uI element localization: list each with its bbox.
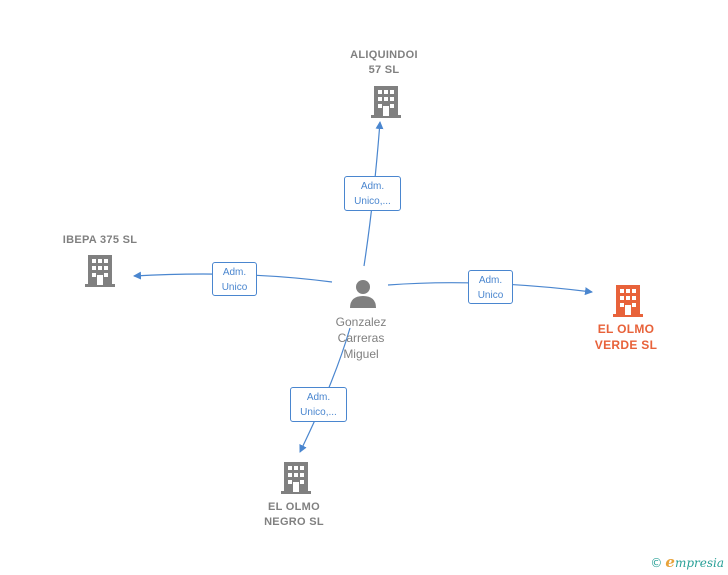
relation-line2: Unico	[477, 290, 504, 301]
person-icon[interactable]	[348, 278, 378, 308]
relation-label-aliquindoi[interactable]: Adm. Unico,...	[344, 176, 401, 211]
company-name-line1: EL OLMO	[267, 501, 320, 513]
company-name-line1: ALIQUINDOI	[350, 49, 418, 61]
company-label-aliquindoi[interactable]: ALIQUINDOI 57 SL	[334, 48, 434, 78]
company-label-olmo-verde[interactable]: EL OLMO VERDE SL	[576, 321, 676, 353]
company-name-line2: VERDE SL	[594, 338, 658, 352]
brand-initial: e	[665, 553, 675, 571]
company-name-line2: 57 SL	[368, 64, 400, 76]
building-icon[interactable]	[281, 460, 311, 494]
relation-line1: Adm.	[478, 275, 503, 286]
building-icon[interactable]	[613, 283, 643, 317]
company-label-olmo-negro[interactable]: EL OLMO NEGRO SL	[244, 500, 344, 530]
relation-line2: Unico	[221, 282, 248, 293]
building-icon[interactable]	[371, 84, 401, 118]
relation-label-olmo-negro[interactable]: Adm. Unico,...	[290, 387, 347, 422]
company-name-line2: NEGRO SL	[264, 516, 324, 528]
relation-line2: Unico,...	[300, 407, 337, 418]
empresia-brand[interactable]: ©empresia	[650, 553, 724, 571]
person-name-line1: Gonzalez	[335, 315, 387, 329]
relation-line1: Adm.	[306, 392, 331, 403]
company-label-ibepa[interactable]: IBEPA 375 SL	[50, 233, 150, 248]
company-name-line1: IBEPA 375 SL	[62, 234, 138, 246]
edge-to-olmo-negro	[299, 327, 351, 453]
person-label[interactable]: Gonzalez Carreras Miguel	[311, 314, 411, 362]
company-name-line1: EL OLMO	[597, 322, 655, 336]
relation-line1: Adm.	[360, 181, 385, 192]
relation-label-olmo-verde[interactable]: Adm. Unico	[468, 270, 513, 304]
person-name-line2: Carreras	[337, 331, 385, 345]
person-name-line3: Miguel	[343, 347, 379, 361]
brand-name: mpresia	[674, 556, 724, 570]
building-icon[interactable]	[85, 253, 115, 287]
relation-line2: Unico,...	[354, 196, 391, 207]
copyright-symbol: ©	[650, 556, 663, 570]
relation-line1: Adm.	[222, 267, 247, 278]
relation-label-ibepa[interactable]: Adm. Unico	[212, 262, 257, 296]
